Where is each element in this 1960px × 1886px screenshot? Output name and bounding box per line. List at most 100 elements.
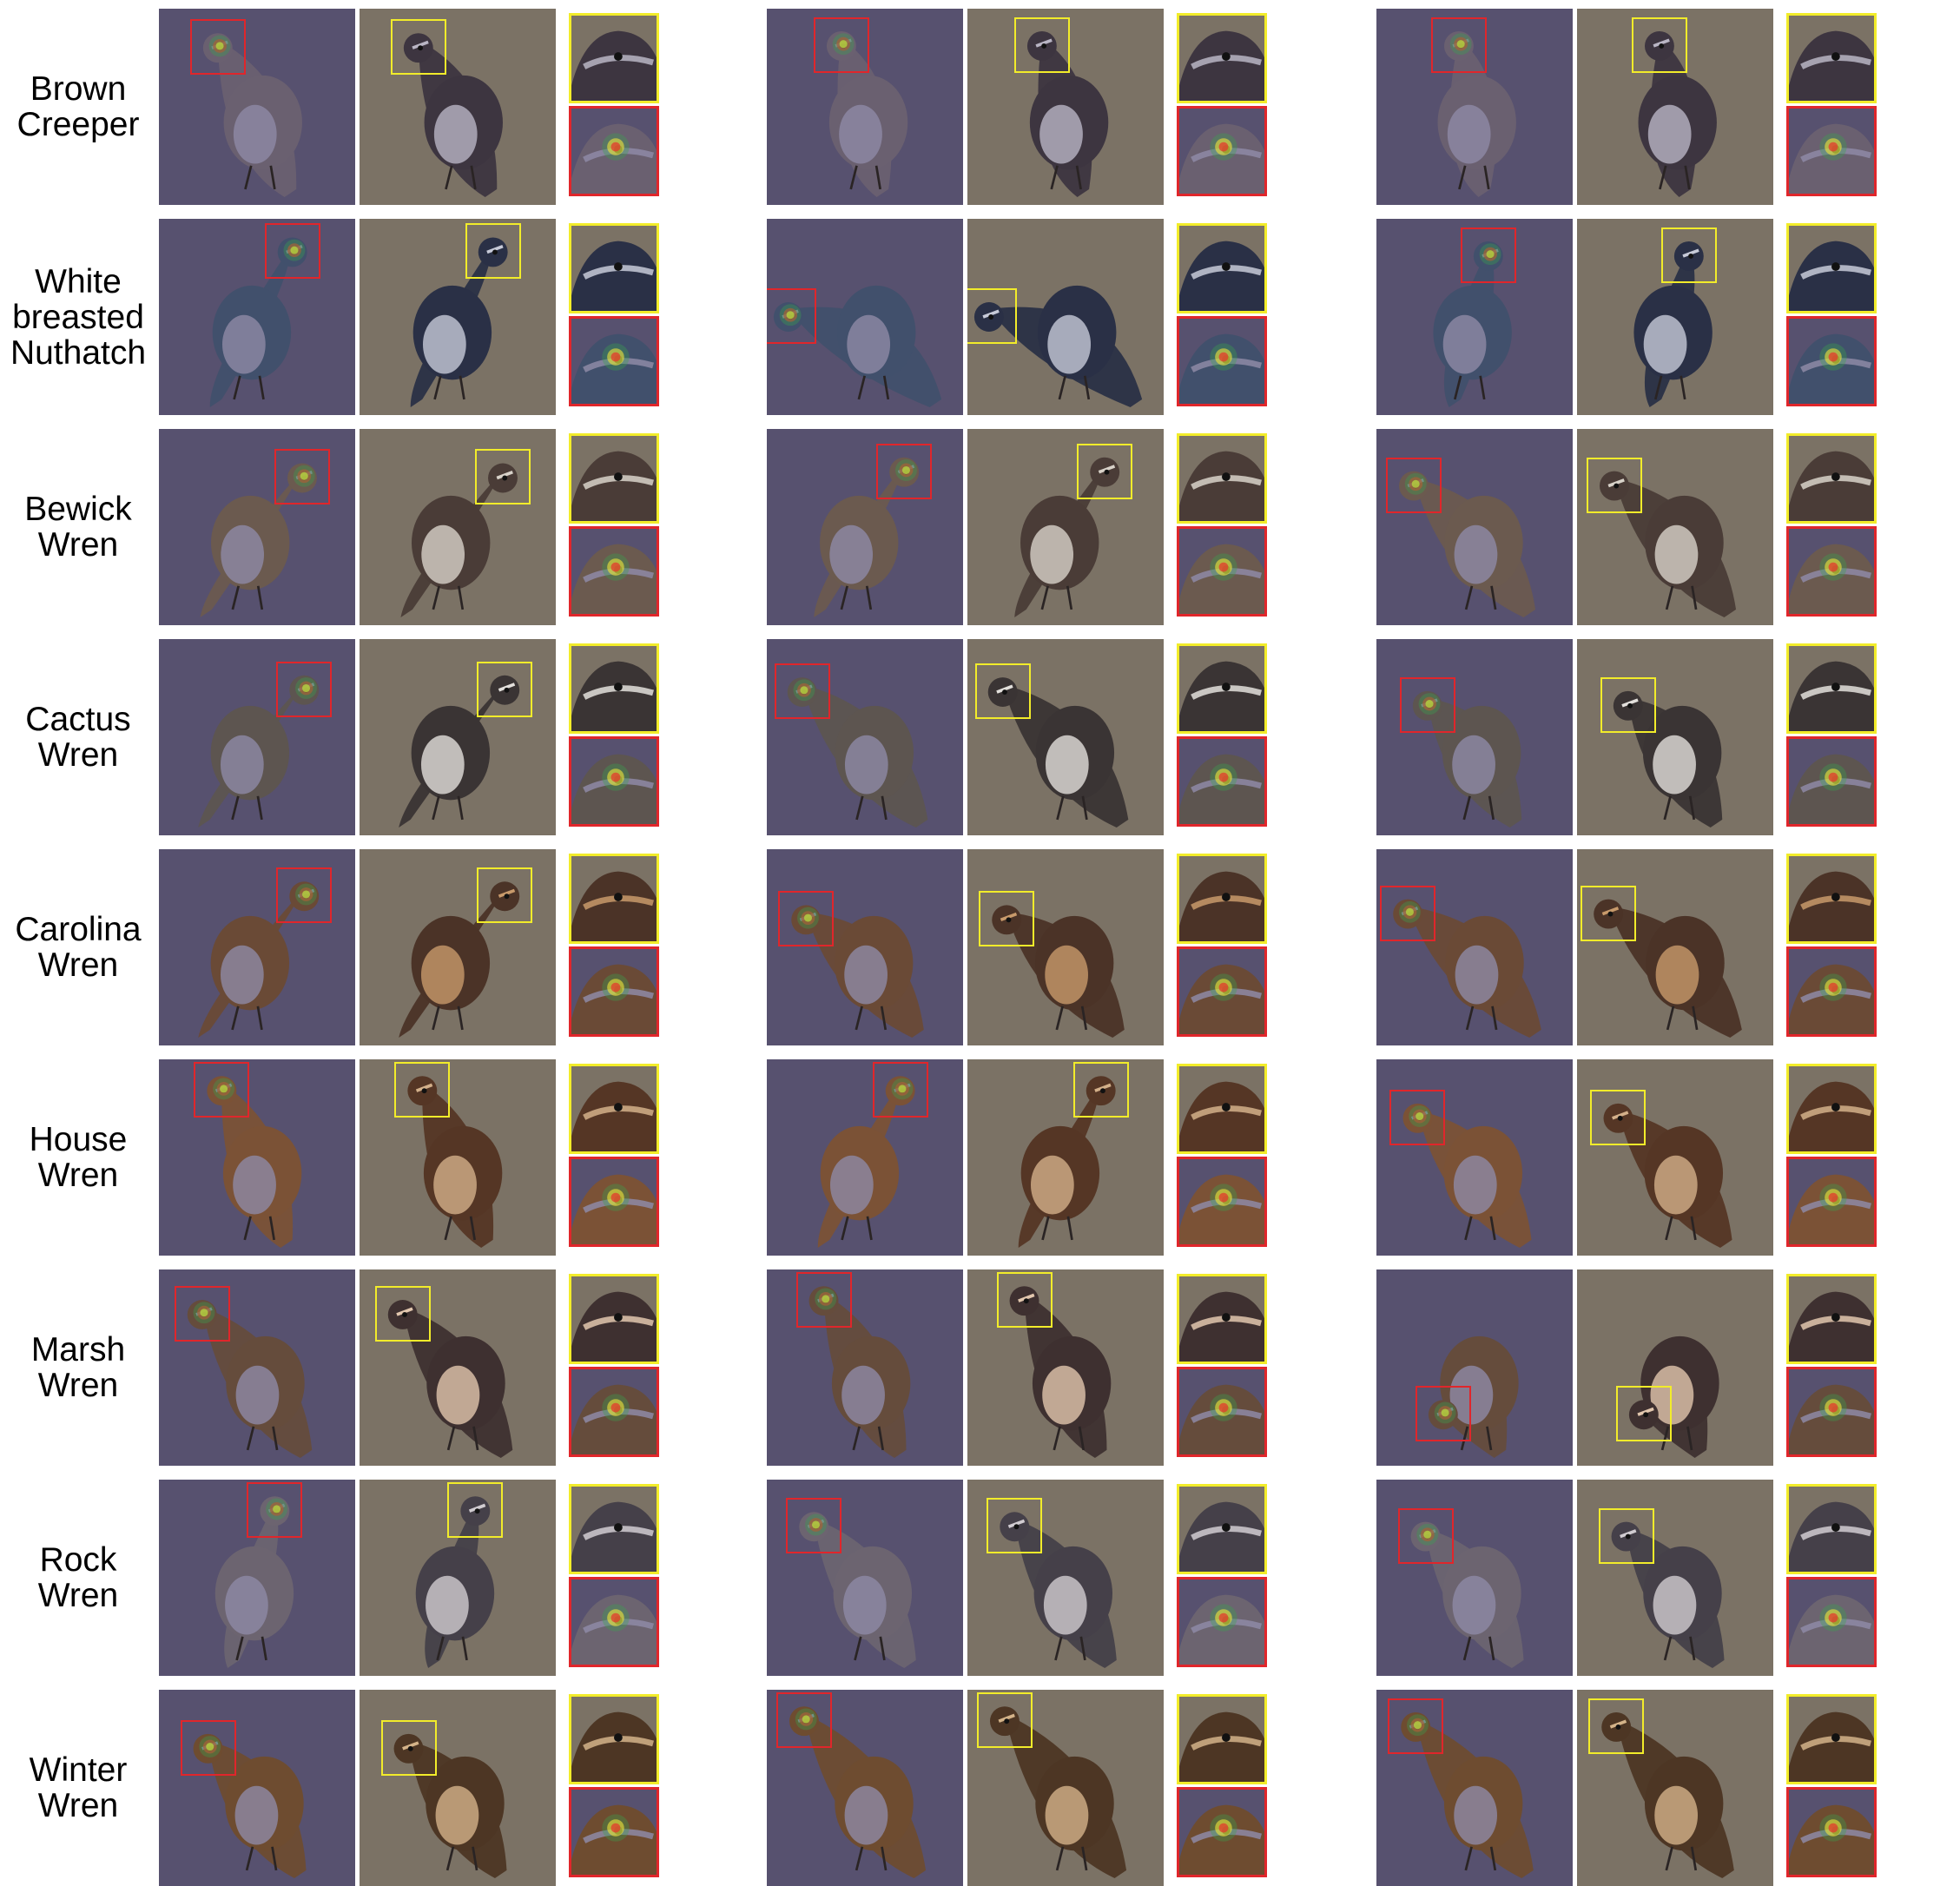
original-bird-image — [1577, 1269, 1773, 1466]
original-bird-image — [967, 639, 1164, 835]
original-bird-image — [1577, 219, 1773, 415]
species-label-line: Cactus — [25, 701, 131, 738]
original-bird-image — [967, 219, 1164, 415]
original-bird-image — [967, 9, 1164, 205]
attention-heatmap-image — [767, 849, 963, 1045]
heatmap-part-crop — [1177, 1157, 1267, 1247]
species-label-line: Winter — [29, 1751, 128, 1789]
attention-heatmap-image — [767, 9, 963, 205]
species-label-line: Wren — [37, 526, 119, 564]
attention-heatmap-image — [767, 1480, 963, 1676]
image-part-box — [987, 1498, 1043, 1554]
original-bird-image — [360, 1059, 556, 1256]
species-label-line: Wren — [37, 1577, 119, 1614]
image-part-crop — [1177, 433, 1267, 524]
heatmap-part-crop — [569, 106, 659, 196]
heatmap-part-crop — [569, 736, 659, 827]
original-bird-image — [1577, 9, 1773, 205]
heatmap-part-crop — [569, 526, 659, 617]
image-part-crop — [1786, 854, 1877, 944]
attention-heatmap-image — [1376, 1059, 1573, 1256]
attention-heatmap-image — [1376, 429, 1573, 625]
image-part-crop — [569, 1274, 659, 1364]
image-part-crop — [1786, 1274, 1877, 1364]
heatmap-part-box — [194, 1062, 250, 1118]
image-part-box — [374, 1285, 431, 1342]
heatmap-part-crop — [1786, 1787, 1877, 1877]
heatmap-part-box — [786, 1498, 842, 1554]
image-part-box — [477, 867, 533, 924]
species-label-line: Marsh — [30, 1331, 126, 1368]
heatmap-part-crop — [569, 946, 659, 1037]
attention-heatmap-image — [767, 639, 963, 835]
image-part-crop — [569, 643, 659, 734]
attention-heatmap-image — [1376, 639, 1573, 835]
image-part-box — [1581, 885, 1637, 941]
heatmap-part-box — [174, 1285, 230, 1342]
image-part-crop — [1177, 1274, 1267, 1364]
image-part-box — [447, 1482, 504, 1539]
image-part-crop — [1177, 1484, 1267, 1574]
image-part-crop — [569, 1064, 659, 1154]
species-label-line: Wren — [37, 946, 119, 984]
original-bird-image — [1577, 429, 1773, 625]
image-part-box — [1072, 1062, 1129, 1118]
original-bird-image — [967, 1480, 1164, 1676]
original-bird-image — [1577, 1480, 1773, 1676]
original-bird-image — [360, 429, 556, 625]
original-bird-image — [1577, 1059, 1773, 1256]
image-part-box — [996, 1272, 1053, 1329]
heatmap-part-crop — [1786, 1577, 1877, 1667]
original-bird-image — [967, 1690, 1164, 1886]
heatmap-part-crop — [1177, 946, 1267, 1037]
heatmap-part-crop — [1177, 1577, 1267, 1667]
image-part-box — [394, 1062, 451, 1118]
heatmap-part-box — [1388, 1698, 1444, 1754]
heatmap-part-box — [1430, 16, 1487, 73]
image-part-crop — [569, 13, 659, 103]
original-bird-image — [360, 1480, 556, 1676]
species-label-line: Carolina — [15, 911, 142, 948]
heatmap-part-box — [264, 223, 320, 280]
heatmap-part-crop — [1786, 946, 1877, 1037]
heatmap-part-crop — [1786, 1157, 1877, 1247]
image-part-crop — [569, 223, 659, 313]
species-label-line: Creeper — [16, 106, 140, 143]
heatmap-part-box — [1380, 885, 1436, 941]
species-label-line: Wren — [37, 1157, 119, 1194]
species-label-line: House — [29, 1121, 128, 1158]
heatmap-part-crop — [1177, 1367, 1267, 1457]
original-bird-image — [967, 1269, 1164, 1466]
original-bird-image — [360, 849, 556, 1045]
attention-heatmap-image — [1376, 849, 1573, 1045]
heatmap-part-box — [1399, 676, 1455, 733]
image-part-crop — [1786, 1484, 1877, 1574]
heatmap-part-box — [813, 16, 869, 73]
attention-heatmap-image — [159, 1269, 355, 1466]
attention-heatmap-image — [159, 1690, 355, 1886]
heatmap-part-box — [795, 1272, 852, 1329]
heatmap-part-box — [276, 867, 333, 924]
image-part-box — [380, 1719, 437, 1776]
original-bird-image — [360, 1269, 556, 1466]
heatmap-part-box — [276, 661, 333, 717]
attention-heatmap-image — [1376, 1480, 1573, 1676]
image-part-box — [976, 1692, 1033, 1749]
image-part-crop — [1786, 13, 1877, 103]
image-part-crop — [1177, 13, 1267, 103]
attention-heatmap-image — [1376, 1269, 1573, 1466]
species-label-line: Brown — [30, 70, 127, 108]
image-part-crop — [1786, 1064, 1877, 1154]
image-part-box — [1013, 16, 1070, 73]
heatmap-part-box — [778, 891, 835, 947]
attention-heatmap-image — [159, 639, 355, 835]
heatmap-part-crop — [569, 1367, 659, 1457]
image-part-box — [474, 449, 531, 505]
heatmap-part-box — [876, 443, 933, 499]
attention-heatmap-image — [159, 1059, 355, 1256]
